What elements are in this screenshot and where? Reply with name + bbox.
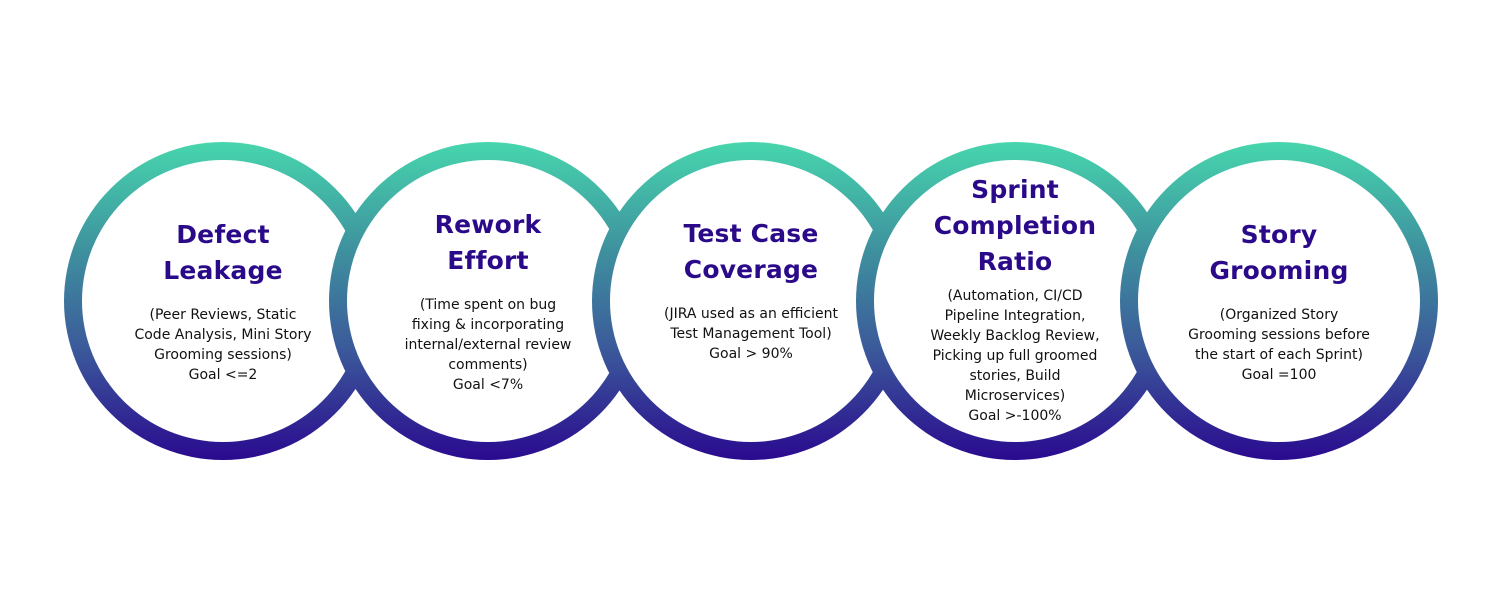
circle-fill [82,160,364,442]
metric-goal: Goal =100 [1241,367,1317,383]
metric-content: Test Case Coverage (JIRA used as an effi… [610,160,892,442]
metric-title: Defect Leakage [163,220,283,285]
metric-title: Test Case Coverage [683,219,819,284]
metric-content: Defect Leakage (Peer Reviews, Static Cod… [82,160,364,442]
metric-goal: Goal >-100% [968,408,1062,424]
circle-fill [874,160,1156,442]
metric-circle-sprint-completion-ratio: Sprint Completion Ratio (Automation, CI/… [856,142,1174,460]
metric-circle-defect-leakage: Defect Leakage (Peer Reviews, Static Cod… [64,142,382,460]
metric-circle-story-grooming: Story Grooming (Organized Story Grooming… [1120,142,1438,460]
metric-description: (Peer Reviews, Static Code Analysis, Min… [134,307,312,363]
metric-content: Sprint Completion Ratio (Automation, CI/… [874,160,1156,442]
metric-description: (Organized Story Grooming sessions befor… [1188,307,1370,363]
metric-circle-rework-effort: Rework Effort (Time spent on bug fixing … [329,142,647,460]
metric-description: (Automation, CI/CD Pipeline Integration,… [930,288,1100,404]
metric-goal: Goal > 90% [709,346,793,362]
metric-goal: Goal <=2 [188,367,258,383]
metric-goal: Goal <7% [452,377,524,393]
metric-title: Sprint Completion Ratio [933,175,1097,276]
circle-fill [610,160,892,442]
circle-fill [347,160,629,442]
metric-description: (JIRA used as an efficient Test Manageme… [664,306,838,342]
metric-title: Story Grooming [1209,220,1349,285]
metric-content: Story Grooming (Organized Story Grooming… [1138,160,1420,442]
metric-description: (Time spent on bug fixing & incorporatin… [404,297,572,373]
metric-title: Rework Effort [434,210,542,275]
circle-fill [1138,160,1420,442]
metric-content: Rework Effort (Time spent on bug fixing … [347,160,629,442]
